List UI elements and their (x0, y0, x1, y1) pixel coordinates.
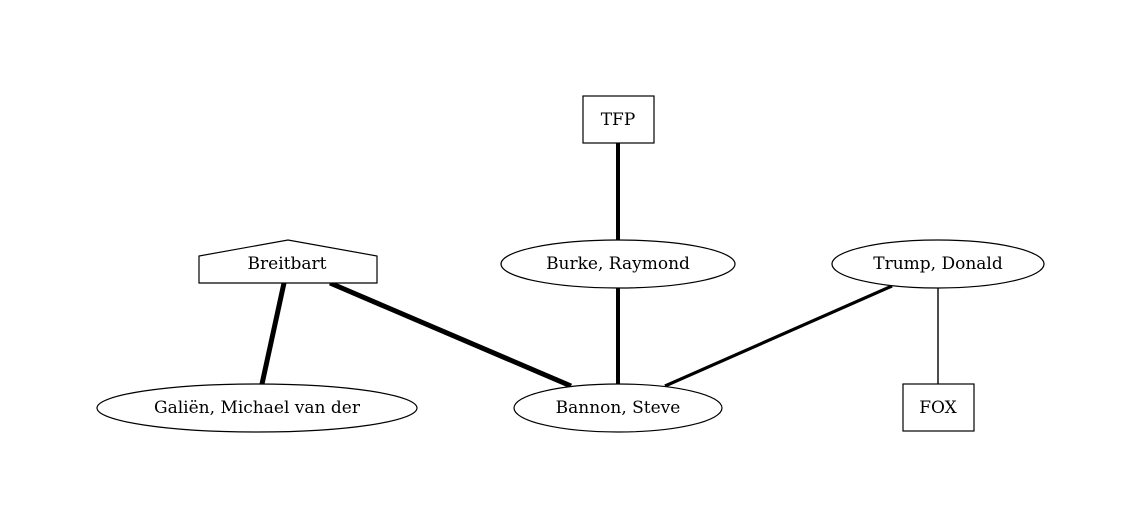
node-burke-ellipse (500, 239, 736, 289)
node-galien-ellipse (96, 383, 418, 433)
node-breitbart-label: Breitbart (248, 254, 327, 274)
node-bannon[interactable]: Bannon, Steve (513, 383, 723, 433)
node-galien-label: Galiën, Michael van der (154, 398, 361, 418)
edge-breitbart-bannon (329, 280, 572, 389)
node-fox-label: FOX (919, 398, 957, 418)
node-bannon-ellipse (513, 383, 723, 433)
edges (259, 143, 939, 389)
edge-trump-bannon (664, 284, 893, 388)
node-galien[interactable]: Galiën, Michael van der (96, 383, 418, 433)
node-fox-box (902, 383, 975, 432)
node-burke[interactable]: Burke, Raymond (500, 239, 736, 289)
node-tfp[interactable]: TFP (582, 95, 655, 144)
node-trump-label: Trump, Donald (873, 254, 1003, 274)
node-bannon-label: Bannon, Steve (556, 398, 681, 418)
node-burke-label: Burke, Raymond (546, 254, 690, 274)
node-fox[interactable]: FOX (902, 383, 975, 432)
edge-breitbart-galien (259, 282, 287, 385)
node-breitbart[interactable]: Breitbart (198, 239, 378, 284)
node-breitbart-house-shape (198, 239, 378, 284)
node-tfp-label: TFP (601, 110, 636, 130)
node-trump-ellipse (831, 239, 1045, 289)
node-tfp-box (582, 95, 655, 144)
node-trump[interactable]: Trump, Donald (831, 239, 1045, 289)
